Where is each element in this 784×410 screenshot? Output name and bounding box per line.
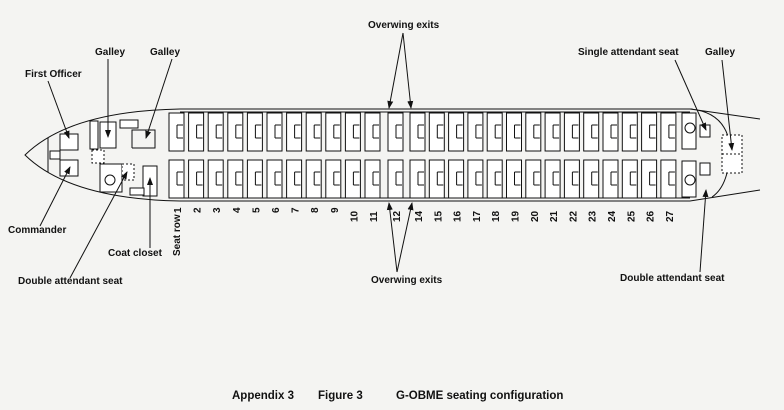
seat-row-15-right [428,159,445,199]
row-number-20: 20 [530,210,541,222]
seat-row-5-left [246,112,263,152]
seat-row-1-left [168,112,185,152]
seat-row-23-left [583,112,600,152]
row-number-21: 21 [549,210,560,222]
row-number-4: 4 [232,207,243,213]
seat-row-7-left [286,112,303,152]
seat-row-27-left [660,112,677,152]
row-number-18: 18 [491,210,502,222]
seat-row-24-left [602,112,619,152]
seat-row-5-right [246,159,263,199]
row-number-23: 23 [588,210,599,222]
seat-row-14-left [409,112,426,152]
row-number-3: 3 [212,207,223,213]
row-number-9: 9 [330,207,341,213]
seat-row-22-right [563,159,580,199]
seat-row-18-right [486,159,503,199]
row-number-6: 6 [271,207,282,213]
label-overwing-exits-top: Overwing exits [368,20,440,31]
seat-row-25-right [621,159,638,199]
seat-row-6-left [266,112,283,152]
seat-row-10-right [344,159,361,199]
seat-row-11-right [364,159,381,199]
seat-row-27-right [660,159,677,199]
seat-row-11-left [364,112,381,152]
row-number-5: 5 [251,207,262,213]
seat-row-3-left [207,112,224,152]
seat-row-1-right [168,159,185,199]
row-number-11: 11 [369,211,380,222]
seat-row-2-right [188,159,205,199]
label-single-attendant-seat: Single attendant seat [578,47,679,58]
row-number-7: 7 [291,207,302,213]
forward-galley [89,119,158,197]
label-galley-1: Galley [95,47,125,58]
seat-row-7-right [286,159,303,199]
seat-row-6-right [266,159,283,199]
label-seat-row: Seat row [172,214,183,256]
rear-galley [681,112,743,198]
seat-row-23-right [583,159,600,199]
row-number-8: 8 [310,207,321,213]
seat-row-24-right [602,159,619,199]
row-number-27: 27 [665,210,676,222]
seat-row-16-left [448,112,465,152]
cockpit [47,133,79,177]
row-number-12: 12 [392,210,403,222]
seat-row-4-right [227,159,244,199]
seat-row-17-right [467,159,484,199]
seat-row-26-left [641,112,658,152]
label-commander: Commander [8,225,66,236]
seat-row-3-right [207,159,224,199]
label-galley-rear: Galley [705,47,735,58]
label-double-attendant-seat-rear: Double attendant seat [620,273,725,284]
row-number-1: 1 [173,207,184,213]
seat-row-8-left [305,112,322,152]
row-number-19: 19 [511,210,522,222]
seat-row-26-right [641,159,658,199]
seat-row-21-left [544,112,561,152]
seat-row-12-right [387,159,404,199]
seat-row-16-right [448,159,465,199]
seat-row-4-left [227,112,244,152]
seat-row-21-right [544,159,561,199]
label-overwing-exits-bottom: Overwing exits [371,275,443,286]
row-number-25: 25 [626,210,637,222]
first-officer-seat [59,133,79,151]
seat-row-15-left [428,112,445,152]
row-number-16: 16 [453,210,464,222]
label-galley-2: Galley [150,47,180,58]
seat-row-9-left [325,112,342,152]
label-first-officer: First Officer [25,69,82,80]
caption-appendix: Appendix 3 [232,390,294,402]
seat-row-18-left [486,112,503,152]
row-number-22: 22 [568,210,579,222]
seat-row-10-left [344,112,361,152]
seat-row-22-left [563,112,580,152]
seat-row-9-right [325,159,342,199]
row-number-10: 10 [349,210,360,222]
row-number-2: 2 [193,207,204,213]
row-number-26: 26 [646,210,657,222]
seat-row-19-left [506,112,522,152]
row-number-15: 15 [433,210,444,222]
seat-row-20-left [525,112,542,152]
row-number-14: 14 [414,210,425,222]
seat-row-2-left [188,112,205,152]
seat-row-12-left [387,112,404,152]
seat-row-17-left [467,112,484,152]
label-coat-closet: Coat closet [108,248,163,259]
passenger-seats [168,112,677,199]
row-number-24: 24 [607,210,618,222]
seat-row-8-right [305,159,322,199]
seat-row-20-right [525,159,542,199]
row-number-17: 17 [472,210,483,222]
caption-title: G-OBME seating configuration [396,390,563,402]
seat-row-14-right [409,159,426,199]
seat-row-25-left [621,112,638,152]
seat-row-19-right [506,159,522,199]
label-double-attendant-seat-front: Double attendant seat [18,276,123,287]
caption-figure: Figure 3 [318,390,363,402]
